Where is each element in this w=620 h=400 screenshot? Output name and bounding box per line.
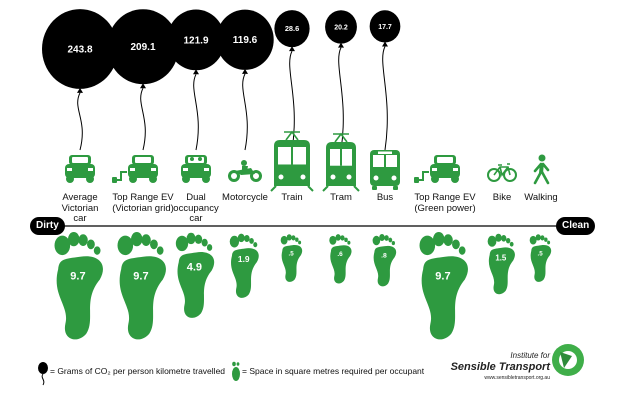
space-value: .8 [381, 252, 387, 259]
mode-label: Tram [330, 192, 352, 203]
mode-label: Top Range EV (Green power) [414, 192, 476, 214]
bicycle-icon [487, 163, 517, 182]
space-footprint: .5 [280, 234, 303, 282]
mode-label: Motorcycle [222, 192, 268, 203]
co2-balloon: 20.2 [325, 10, 357, 151]
co2-value: 243.8 [67, 45, 92, 56]
mode-label: Dual occupancy car [173, 192, 219, 224]
co2-value: 121.9 [183, 35, 208, 46]
logo-url: www.sensibletransport.org.au [484, 375, 550, 381]
electric-car-icon [112, 155, 158, 183]
co2-balloon: 17.7 [369, 10, 401, 151]
space-footprint: 9.7 [419, 231, 468, 340]
space-value: 4.9 [187, 262, 202, 274]
space-value: 1.9 [238, 254, 250, 264]
space-value: .6 [337, 251, 343, 258]
icon-layer [65, 130, 550, 192]
train-icon [270, 130, 314, 192]
walking-person-icon [533, 154, 550, 185]
co2-value: 20.2 [334, 24, 348, 31]
co2-balloon: 209.1 [107, 9, 179, 151]
bus-icon [370, 150, 400, 190]
co2-value: 17.7 [378, 24, 392, 31]
legend-footprint-text: = Space in square metres required per oc… [242, 366, 425, 376]
space-value: 9.7 [70, 271, 85, 283]
logo-line1: Institute for [510, 351, 550, 360]
co2-balloon: 121.9 [167, 9, 225, 151]
clean-label: Clean [556, 217, 596, 235]
space-footprint: 4.9 [175, 232, 215, 318]
mode-label: Average Victorian car [61, 192, 99, 224]
mode-label: Bus [376, 192, 394, 203]
balloon-layer: 243.8 209.1 121.9 119.6 28.6 20.2 17.7 [42, 9, 401, 151]
car-icon [65, 155, 95, 183]
co2-value: 119.6 [233, 35, 258, 46]
space-footprint: 9.7 [54, 231, 103, 340]
space-value: .5 [288, 250, 294, 257]
space-footprint: .8 [372, 234, 397, 287]
footprint-layer: 9.7 9.7 4.9 1.9 .5 .6 .8 9.7 1.5 .5 [54, 231, 552, 340]
mode-label: Top Range EV (Victorian grid) [112, 192, 174, 214]
space-value: .5 [537, 250, 543, 257]
space-footprint: .5 [529, 234, 552, 282]
mode-label: Bike [492, 192, 512, 203]
mode-label: Train [281, 192, 303, 203]
mode-label: Walking [524, 192, 558, 203]
legend-footprint-icon [232, 361, 240, 381]
legend-balloon-icon [38, 362, 48, 386]
tram-icon [322, 132, 360, 192]
space-value: 1.5 [495, 254, 507, 263]
co2-balloon: 243.8 [42, 9, 118, 151]
two-person-car-icon [181, 155, 211, 183]
co2-value: 28.6 [285, 24, 299, 33]
space-footprint: .6 [329, 234, 352, 284]
legend-symbols [38, 361, 240, 386]
logo-line2: Sensible Transport [450, 361, 550, 373]
space-footprint: 1.5 [487, 233, 515, 295]
dirty-label: Dirty [30, 217, 65, 235]
co2-value: 209.1 [130, 42, 155, 53]
co2-balloon: 119.6 [216, 9, 274, 151]
space-value: 9.7 [133, 271, 148, 283]
co2-balloon: 28.6 [274, 10, 310, 151]
space-footprint: 1.9 [229, 233, 259, 298]
electric-car-icon [414, 155, 460, 183]
motorcycle-icon [228, 160, 262, 182]
space-value: 9.7 [435, 271, 450, 283]
legend-balloon-text: = Grams of CO₂ per person kilometre trav… [50, 366, 226, 376]
space-footprint: 9.7 [117, 231, 166, 340]
logo-mark [552, 344, 584, 376]
